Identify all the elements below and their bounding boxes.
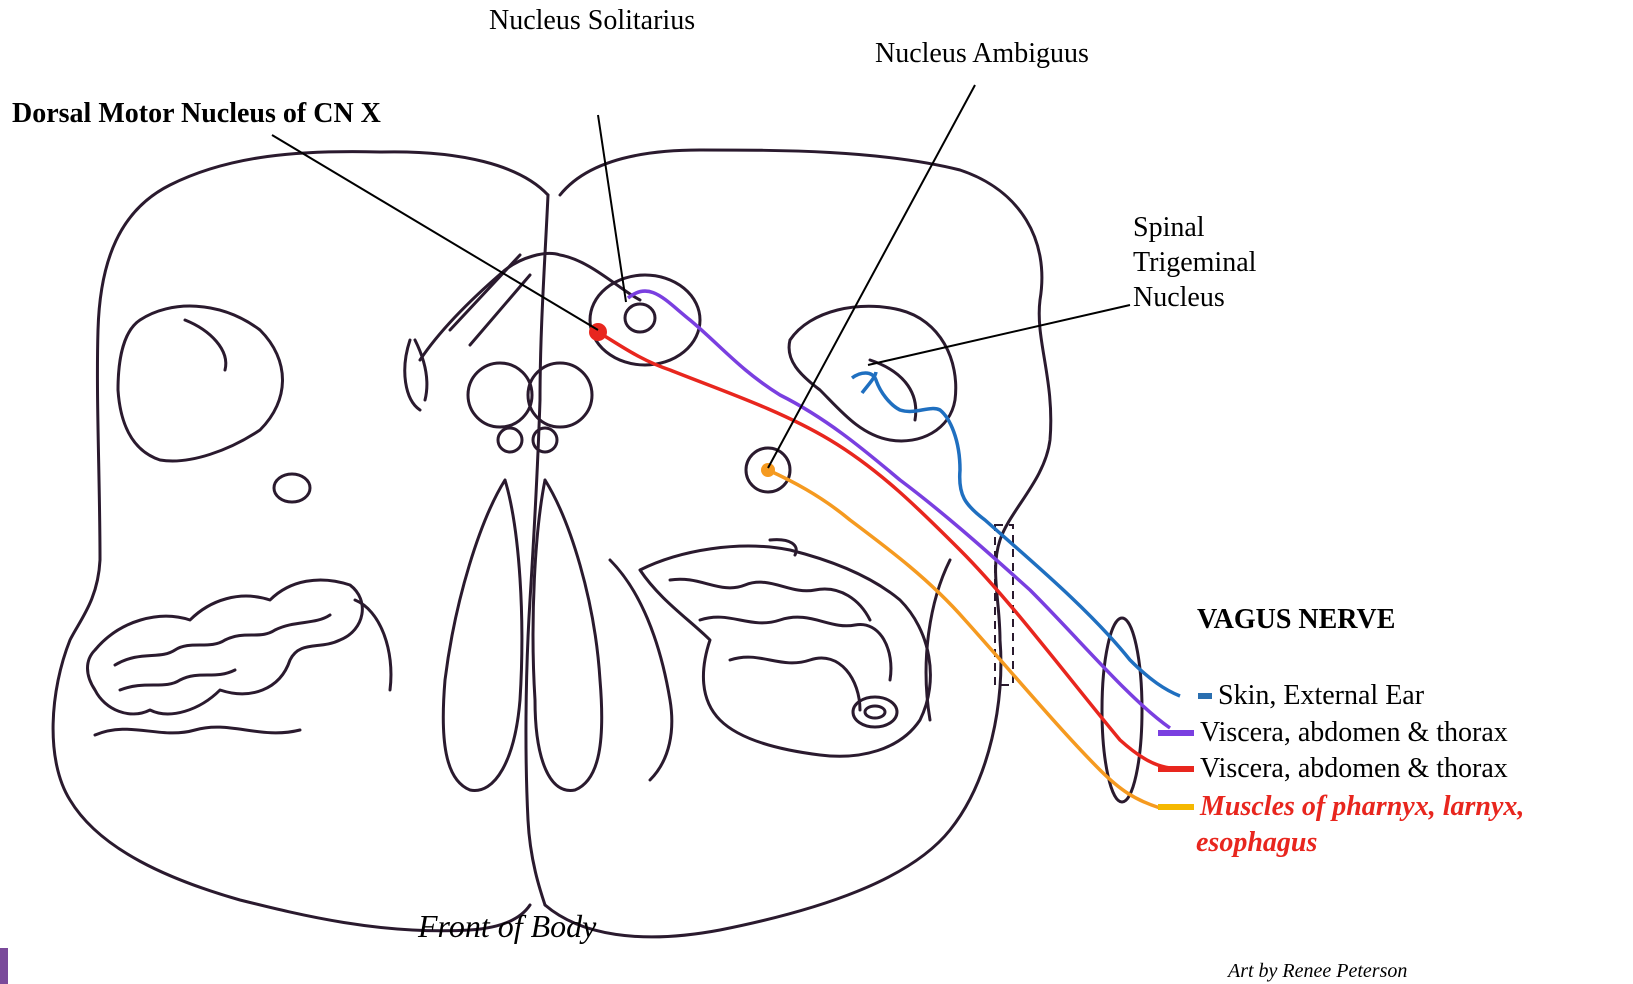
art-credit: Art by Renee Peterson <box>1228 958 1407 984</box>
legend-viscera-red: Viscera, abdomen & thorax <box>1158 752 1508 786</box>
corner-accent-bar <box>0 948 8 984</box>
legend-muscles: Muscles of pharnyx, larnyx, <box>1158 790 1524 824</box>
legend-swatch-red <box>1158 766 1194 772</box>
label-vagus-nerve: VAGUS NERVE <box>1197 603 1395 637</box>
label-nucleus-ambiguus: Nucleus Ambiguus <box>875 37 1089 71</box>
legend-skin-external-ear: Skin, External Ear <box>1176 679 1424 713</box>
legend-viscera-purple: Viscera, abdomen & thorax <box>1158 716 1508 750</box>
legend-muscles-line2: esophagus <box>1196 826 1317 860</box>
label-nucleus-solitarius: Nucleus Solitarius <box>489 4 695 38</box>
legend-label: Viscera, abdomen & thorax <box>1200 753 1508 785</box>
legend-label: Skin, External Ear <box>1218 680 1424 712</box>
label-spinal-trigeminal-3: Nucleus <box>1133 281 1225 315</box>
legend-swatch-purple <box>1158 730 1194 736</box>
nucleus-ambiguus-dot <box>761 463 775 477</box>
legend-label: Muscles of pharnyx, larnyx, <box>1200 791 1524 823</box>
label-spinal-trigeminal-1: Spinal <box>1133 211 1205 245</box>
legend-swatch-blue <box>1198 693 1212 699</box>
label-spinal-trigeminal-2: Trigeminal <box>1133 246 1256 280</box>
label-dorsal-motor-nucleus: Dorsal Motor Nucleus of CN X <box>12 97 381 131</box>
legend-swatch-orange <box>1158 804 1194 810</box>
legend-label: Viscera, abdomen & thorax <box>1200 717 1508 749</box>
label-front-of-body: Front of Body <box>418 906 596 946</box>
